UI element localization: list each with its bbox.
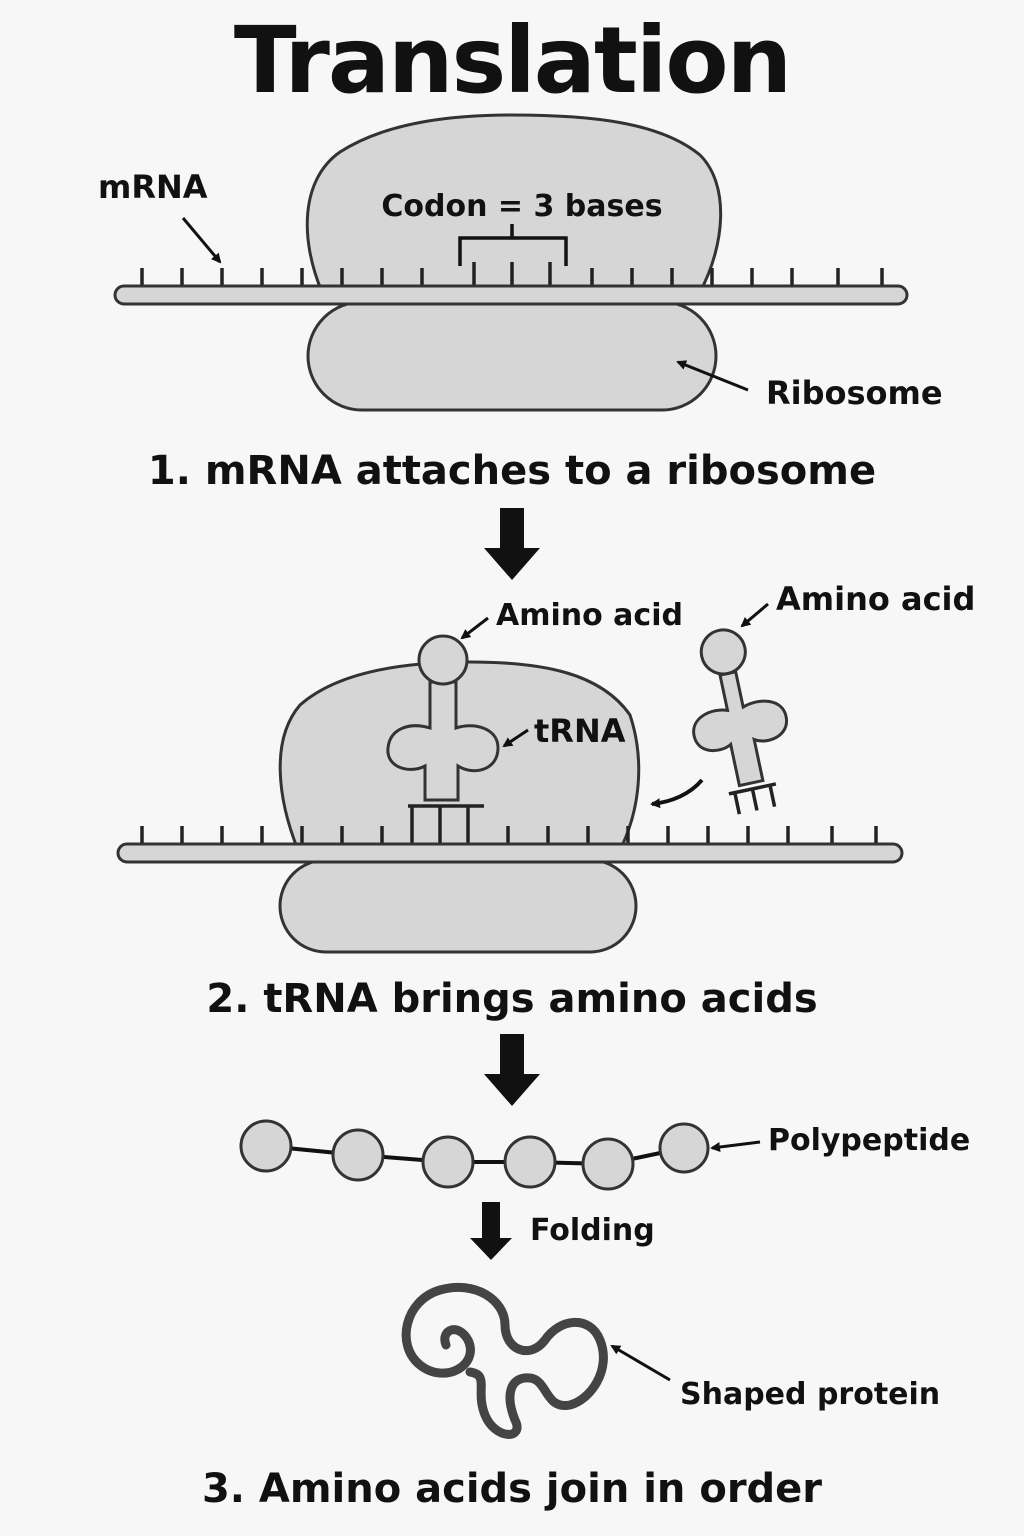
ribosome-pointer <box>676 360 749 392</box>
trna-entry-arrow <box>650 778 704 809</box>
amino-acid-bead <box>239 1119 293 1173</box>
down-arrow-2 <box>484 1034 540 1106</box>
amino-acid-bound <box>417 634 469 686</box>
amino-acid-bead <box>503 1135 557 1189</box>
amino-acid-bead <box>658 1122 710 1174</box>
folding-label: Folding <box>530 1213 655 1248</box>
mrna-label: mRNA <box>98 168 208 206</box>
ribosome-small-subunit-2 <box>278 858 638 954</box>
polypeptide-label: Polypeptide <box>768 1123 970 1158</box>
step1-illustration: Codon = 3 bases mRNA Ribosome <box>98 113 943 412</box>
ribosome-small-subunit <box>306 300 718 412</box>
amino-acid-label-1: Amino acid <box>496 598 683 633</box>
step2-caption: 2. tRNA brings amino acids <box>206 976 817 1022</box>
amino-acid-free <box>699 628 747 676</box>
mrna-pointer <box>181 217 222 264</box>
amino-acid-bead <box>421 1135 475 1189</box>
trna-free <box>692 628 788 815</box>
step2-illustration: Amino acid Amino acid tRNA <box>116 580 975 954</box>
page-title: Translation <box>234 7 790 114</box>
ribosome-large-subunit <box>305 113 723 294</box>
amino-acid-pointer-1 <box>460 616 489 640</box>
mrna-strand-2 <box>116 842 904 864</box>
shaped-protein <box>401 1282 608 1439</box>
codon-label: Codon = 3 bases <box>381 189 662 224</box>
amino-acid-label-2: Amino acid <box>776 580 975 618</box>
amino-acid-bead <box>581 1137 635 1191</box>
shaped-protein-label: Shaped protein <box>680 1377 940 1412</box>
ribosome-label: Ribosome <box>766 374 943 412</box>
codon-bracket <box>458 224 568 266</box>
amino-acid-pointer-2 <box>740 602 769 628</box>
protein-pointer <box>610 1344 671 1382</box>
down-arrow-1 <box>484 508 540 580</box>
mrna-strand-1 <box>113 284 909 306</box>
polypeptide-pointer <box>710 1140 761 1152</box>
polypeptide-chain <box>239 1119 710 1191</box>
trna-label: tRNA <box>534 712 626 750</box>
folding-arrow <box>470 1202 512 1260</box>
trna-bound <box>386 634 500 850</box>
step3-caption: 3. Amino acids join in order <box>202 1466 822 1512</box>
step1-caption: 1. mRNA attaches to a ribosome <box>148 448 876 494</box>
amino-acid-bead <box>331 1128 385 1182</box>
trna-pointer <box>502 728 529 748</box>
